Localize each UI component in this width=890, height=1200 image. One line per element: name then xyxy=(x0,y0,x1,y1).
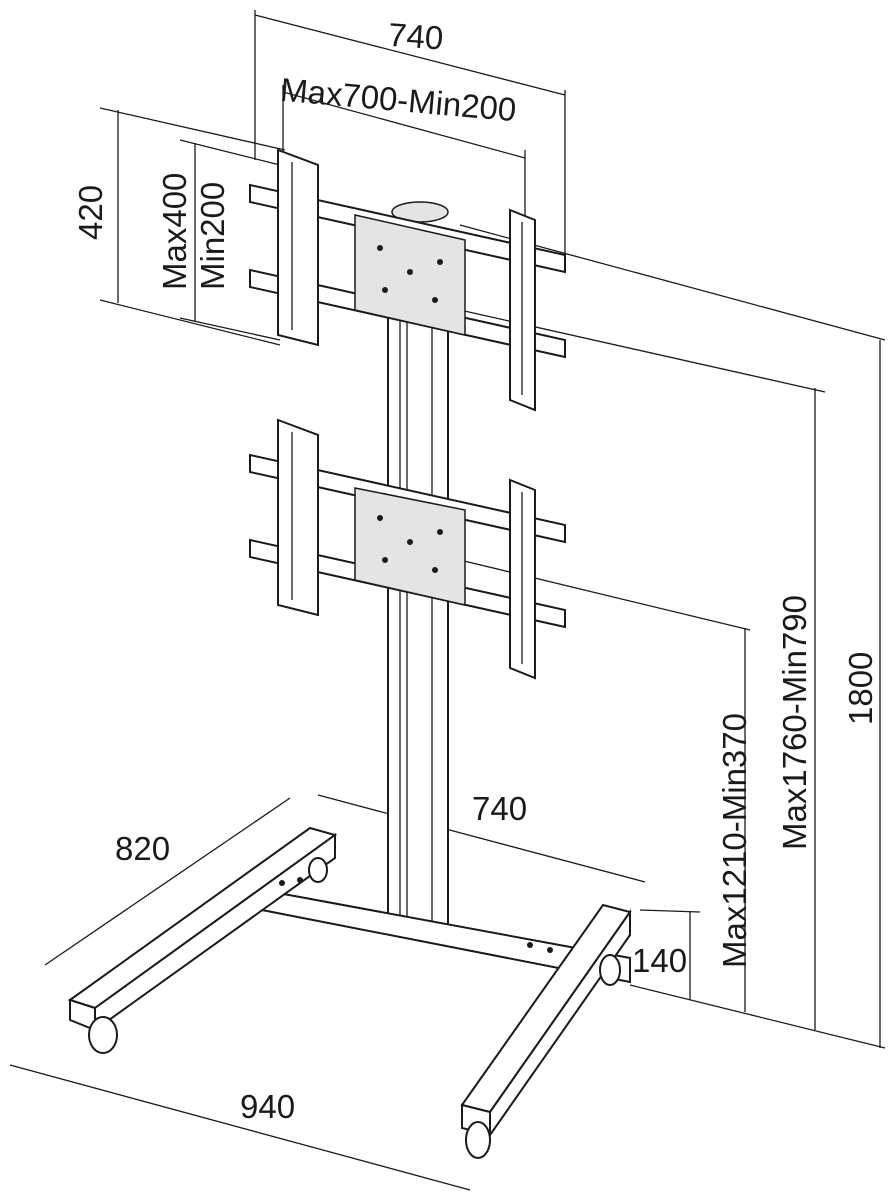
upper-range-label: Max1760-Min790 xyxy=(776,595,813,850)
foot-height-label: 140 xyxy=(632,942,687,979)
caster-wheels xyxy=(88,857,621,1159)
base-width-label: 740 xyxy=(472,790,527,827)
lower-mount-bracket xyxy=(249,418,566,680)
dimension-lines xyxy=(9,10,886,1191)
top-width-label: 740 xyxy=(387,16,445,57)
dimension-labels: 740 Max700-Min200 420 Max400 Min200 1800… xyxy=(72,16,879,1125)
overall-width-label: 940 xyxy=(240,1088,295,1125)
bracket-width-label: Max700-Min200 xyxy=(279,71,518,128)
vesa-max-label: Max400 xyxy=(156,173,193,290)
base xyxy=(67,826,632,1159)
vesa-min-label: Min200 xyxy=(194,182,231,290)
upper-mount-bracket xyxy=(249,148,566,412)
base-depth-label: 820 xyxy=(115,830,170,867)
lower-range-label: Max1210-Min370 xyxy=(716,713,753,968)
total-height-label: 1800 xyxy=(842,652,879,725)
bracket-height-label: 420 xyxy=(72,185,109,240)
